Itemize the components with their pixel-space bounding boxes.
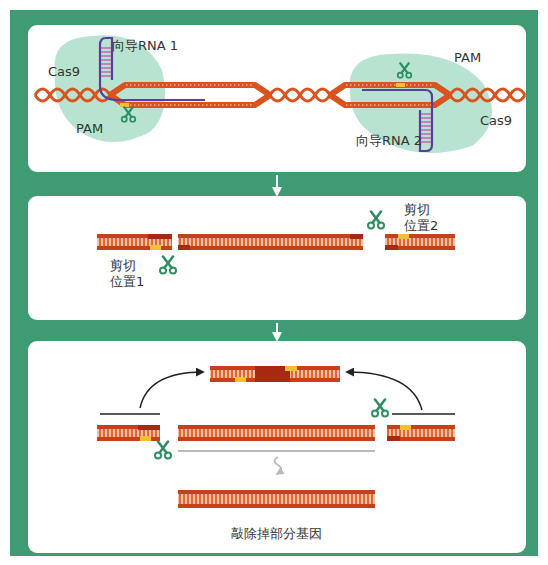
node-label: 向导RNA 1 <box>112 38 178 54</box>
node-label: Cas9 <box>48 64 80 80</box>
node-label: PAM <box>76 121 103 137</box>
cas9-blobs <box>54 35 491 153</box>
step-arrow <box>276 323 278 339</box>
node-label: 剪切 位置2 <box>404 202 442 234</box>
knockout-dna <box>97 366 455 508</box>
scissors <box>122 63 412 121</box>
node-label: Cas9 <box>480 113 512 129</box>
step-arrow <box>276 175 278 194</box>
step-panel: 向导RNA 1PAMCas9Cas9PAM向导RNA 2 <box>28 25 526 172</box>
cut-dna <box>97 212 455 274</box>
node-label: 敲除掉部分基因 <box>231 526 322 542</box>
pam-marks <box>120 83 405 107</box>
unwound-strands <box>110 85 450 105</box>
dna-helix <box>35 89 525 101</box>
step-panel: 敲除掉部分基因 <box>28 341 526 553</box>
node-label: 剪切 位置1 <box>110 258 148 290</box>
node-label: 向导RNA 2 <box>356 133 422 149</box>
node-label: PAM <box>454 50 481 66</box>
guide-rna <box>100 38 432 151</box>
step-panel: 剪切 位置2 剪切 位置1 <box>28 196 526 320</box>
